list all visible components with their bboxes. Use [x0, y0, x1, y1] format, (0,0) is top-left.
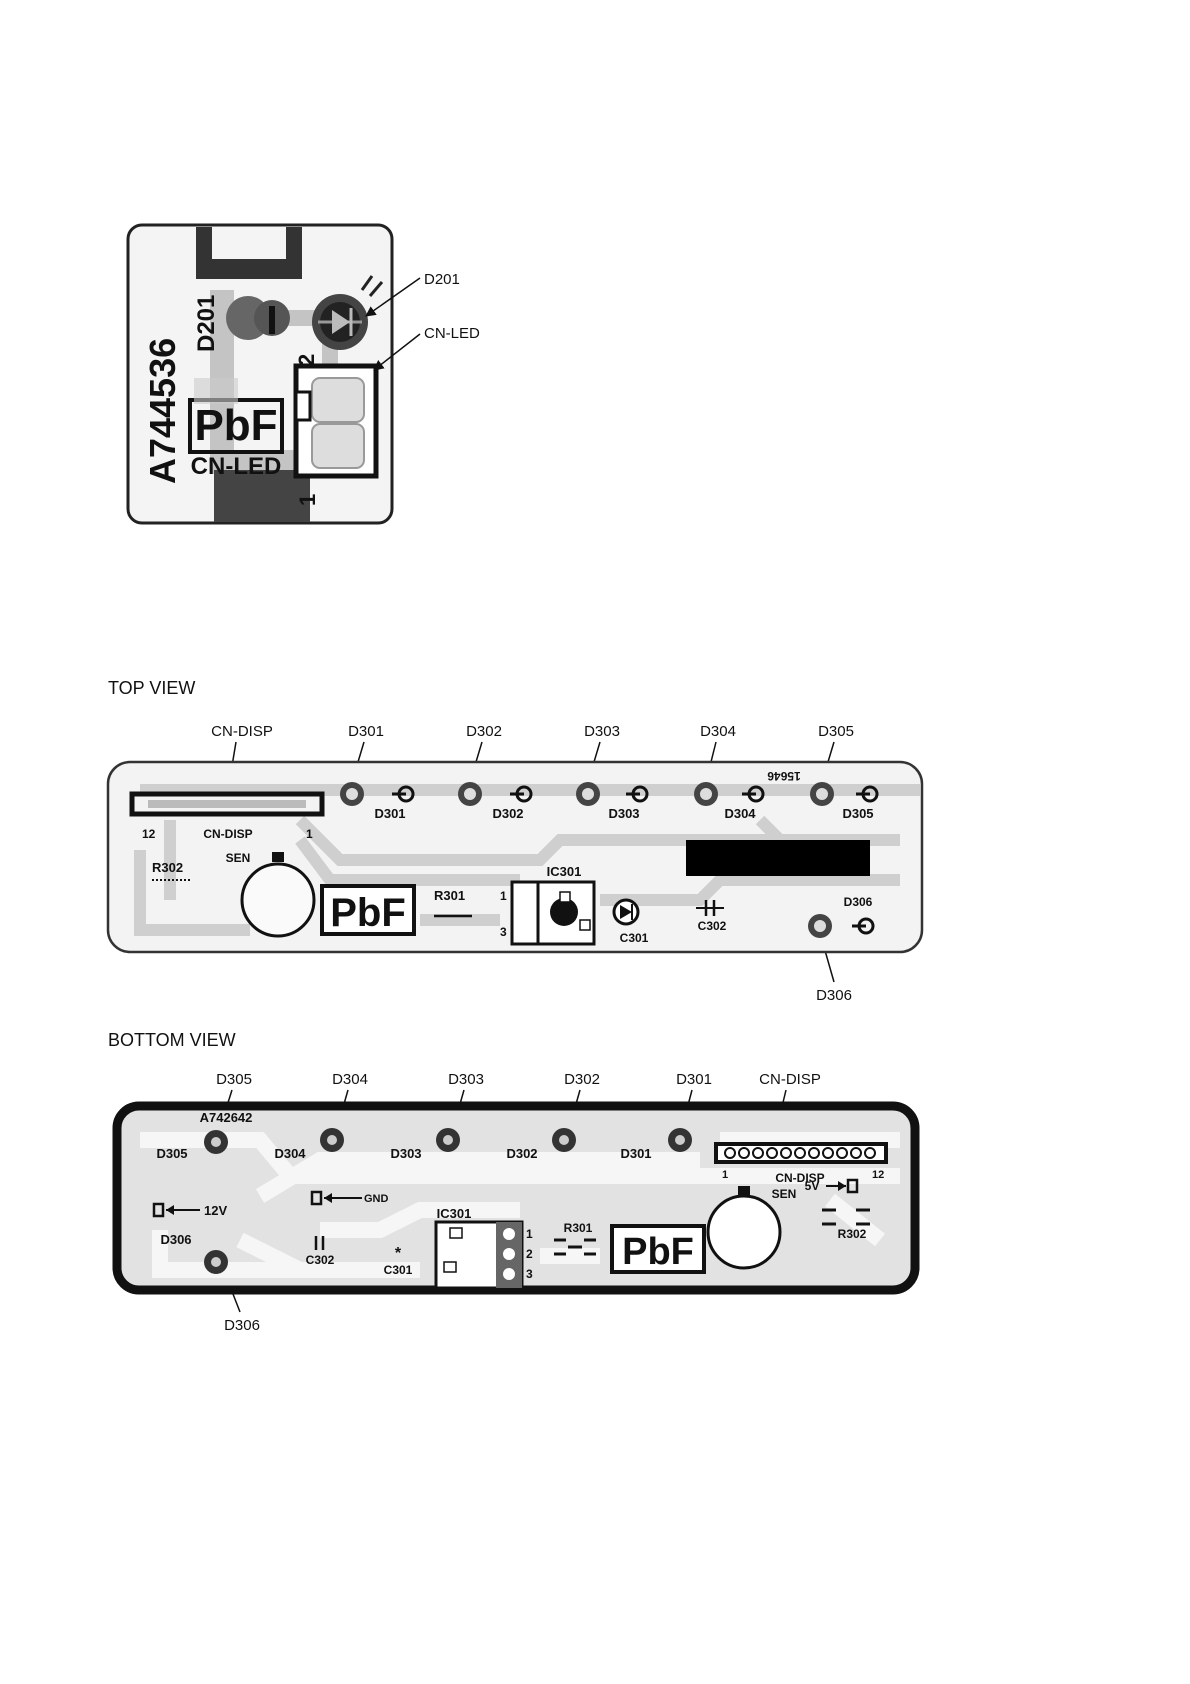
- svg-text:D303: D303: [584, 723, 620, 740]
- bottom-led-d304: D304: [274, 1128, 344, 1161]
- pbf-marking: [610, 1224, 706, 1274]
- part-number-silk: A744536: [142, 338, 183, 484]
- svg-text:12V: 12V: [204, 1203, 227, 1218]
- bottom-view-heading: BOTTOM VIEW: [108, 1030, 236, 1050]
- bottom-view-board: A742642 D305 D304 D303 D302 D301: [112, 1101, 920, 1295]
- sensor-outline: [706, 1194, 782, 1270]
- svg-text:1: 1: [526, 1227, 533, 1241]
- svg-text:D304: D304: [274, 1146, 306, 1161]
- svg-text:IC301: IC301: [547, 864, 582, 879]
- bottom-led-d305: D305: [156, 1130, 228, 1161]
- svg-text:D301: D301: [676, 1071, 712, 1088]
- svg-text:CN-LED: CN-LED: [191, 453, 282, 480]
- svg-text:R302: R302: [838, 1227, 867, 1241]
- svg-text:C301: C301: [620, 931, 649, 945]
- svg-text:D303: D303: [448, 1071, 484, 1088]
- mirror-code: 15646: [767, 769, 801, 783]
- label-block: [686, 840, 870, 876]
- svg-text:D302: D302: [564, 1071, 600, 1088]
- top-view-heading: TOP VIEW: [108, 678, 195, 698]
- svg-text:*: *: [395, 1245, 402, 1262]
- svg-text:D305: D305: [818, 723, 854, 740]
- svg-text:2: 2: [526, 1247, 533, 1261]
- svg-text:D304: D304: [700, 723, 736, 740]
- bottom-led-d301: D301: [620, 1128, 692, 1161]
- svg-text:R301: R301: [564, 1221, 593, 1235]
- svg-text:D302: D302: [466, 723, 502, 740]
- top-view-board: 12 CN-DISP 1 D301 D302 D303 D304 D305: [106, 760, 924, 954]
- svg-text:D305: D305: [842, 806, 873, 821]
- svg-text:D302: D302: [492, 806, 523, 821]
- svg-text:PbF: PbF: [622, 1231, 694, 1273]
- svg-text:5V: 5V: [805, 1179, 820, 1193]
- svg-text:CN-DISP: CN-DISP: [775, 1171, 824, 1185]
- svg-text:D306: D306: [224, 1317, 260, 1334]
- svg-text:3: 3: [500, 925, 507, 939]
- svg-text:D301: D301: [620, 1146, 651, 1161]
- top-led-d305: D305: [810, 782, 879, 821]
- top-led-d306: D306: [808, 895, 875, 938]
- svg-text:D305: D305: [156, 1146, 187, 1161]
- callout-d201: D201: [424, 271, 460, 288]
- cn-disp-connector: [129, 791, 325, 817]
- svg-text:D306: D306: [844, 895, 873, 909]
- top-led-d302: D302: [458, 782, 533, 821]
- svg-text:R301: R301: [434, 888, 465, 903]
- svg-text:C302: C302: [698, 919, 727, 933]
- svg-text:D305: D305: [216, 1071, 252, 1088]
- svg-text:1: 1: [722, 1169, 728, 1181]
- svg-text:D302: D302: [506, 1146, 537, 1161]
- svg-text:1: 1: [500, 889, 507, 903]
- svg-text:CN-DISP: CN-DISP: [759, 1071, 821, 1088]
- top-led-d304: D304: [694, 782, 765, 821]
- svg-text:C302: C302: [306, 1253, 335, 1267]
- bottom-view-callouts: D305 D304 D303 D302 D301 CN-DISP D306: [216, 1071, 821, 1334]
- svg-text:SEN: SEN: [226, 851, 251, 865]
- svg-text:1: 1: [295, 494, 320, 506]
- svg-text:D301: D301: [374, 806, 405, 821]
- sensor-outline: [240, 862, 316, 938]
- svg-text:1: 1: [306, 827, 313, 841]
- svg-text:GND: GND: [364, 1193, 389, 1205]
- bottom-led-d303: D303: [390, 1128, 460, 1161]
- svg-text:12: 12: [872, 1169, 884, 1181]
- svg-text:PbF: PbF: [194, 401, 277, 450]
- svg-text:D304: D304: [724, 806, 756, 821]
- svg-text:R302: R302: [152, 860, 183, 875]
- led-board: PbF CN-LED A744536 D201 2 1 D201 CN-LED: [126, 223, 480, 525]
- svg-text:D304: D304: [332, 1071, 368, 1088]
- bottom-led-d306: [204, 1250, 228, 1274]
- callout-cn-led: CN-LED: [424, 325, 480, 342]
- pbf-marking: [320, 884, 416, 936]
- svg-text:2: 2: [294, 354, 319, 366]
- svg-text:C301: C301: [384, 1263, 413, 1277]
- svg-text:D301: D301: [348, 723, 384, 740]
- svg-text:D303: D303: [608, 806, 639, 821]
- svg-text:PbF: PbF: [330, 891, 406, 935]
- svg-text:D306: D306: [816, 987, 852, 1004]
- top-led-d303: D303: [576, 782, 649, 821]
- svg-text:CN-DISP: CN-DISP: [211, 723, 273, 740]
- bottom-led-d302: D302: [506, 1128, 576, 1161]
- svg-text:SEN: SEN: [772, 1187, 797, 1201]
- svg-text:CN-DISP: CN-DISP: [203, 827, 252, 841]
- svg-text:IC301: IC301: [437, 1206, 472, 1221]
- svg-text:D201: D201: [193, 295, 220, 352]
- svg-text:12: 12: [142, 827, 156, 841]
- svg-text:D303: D303: [390, 1146, 421, 1161]
- top-led-d301: D301: [340, 782, 415, 821]
- svg-text:3: 3: [526, 1267, 533, 1281]
- part-code: A742642: [200, 1110, 253, 1125]
- svg-text:D306: D306: [160, 1232, 191, 1247]
